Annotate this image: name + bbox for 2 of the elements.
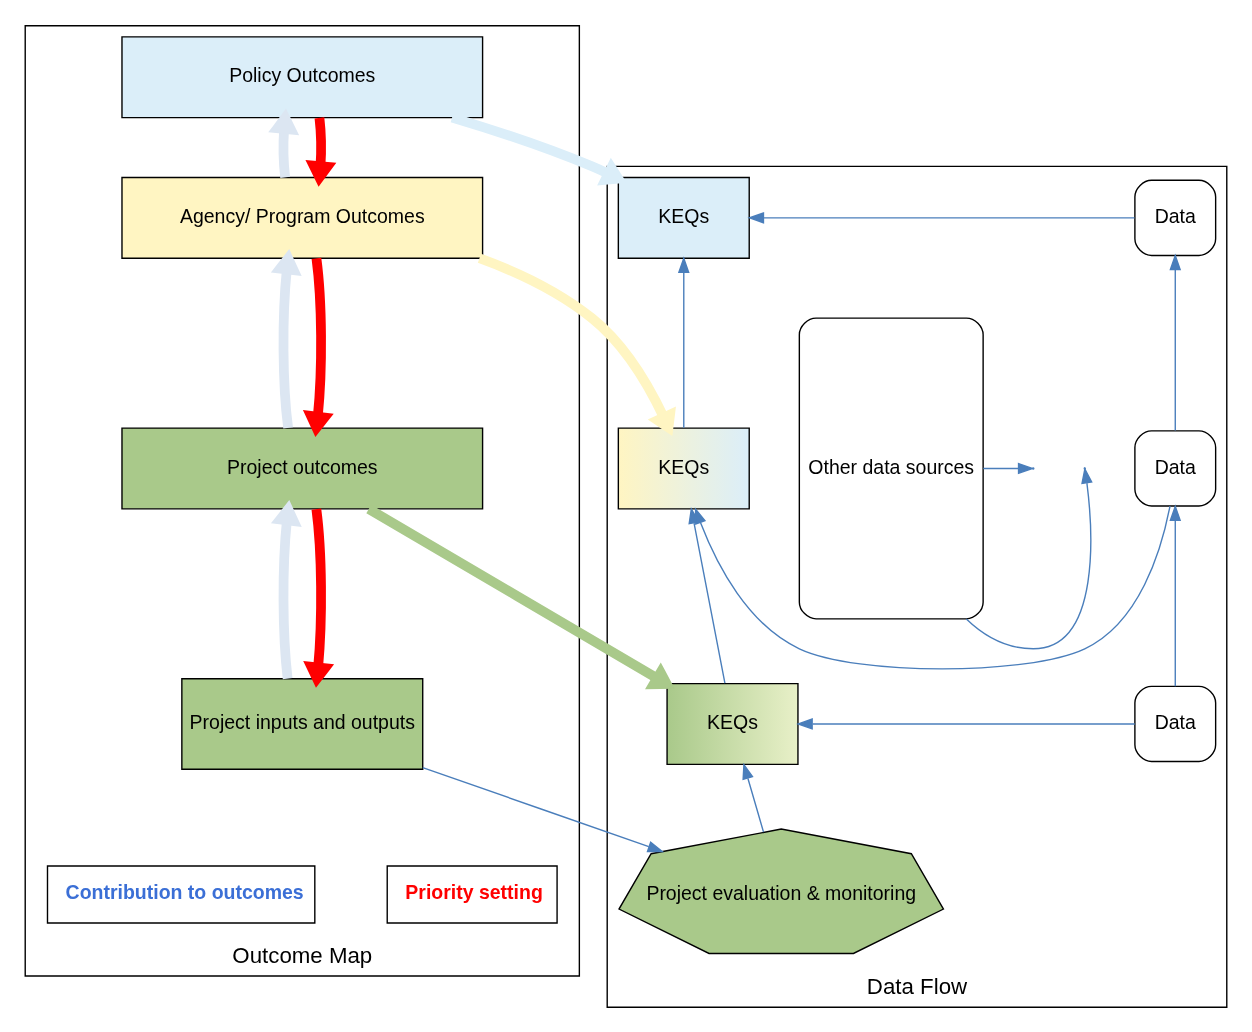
legend-label: Priority setting: [405, 880, 543, 903]
legend-label: Contribution to outcomes: [65, 880, 304, 903]
